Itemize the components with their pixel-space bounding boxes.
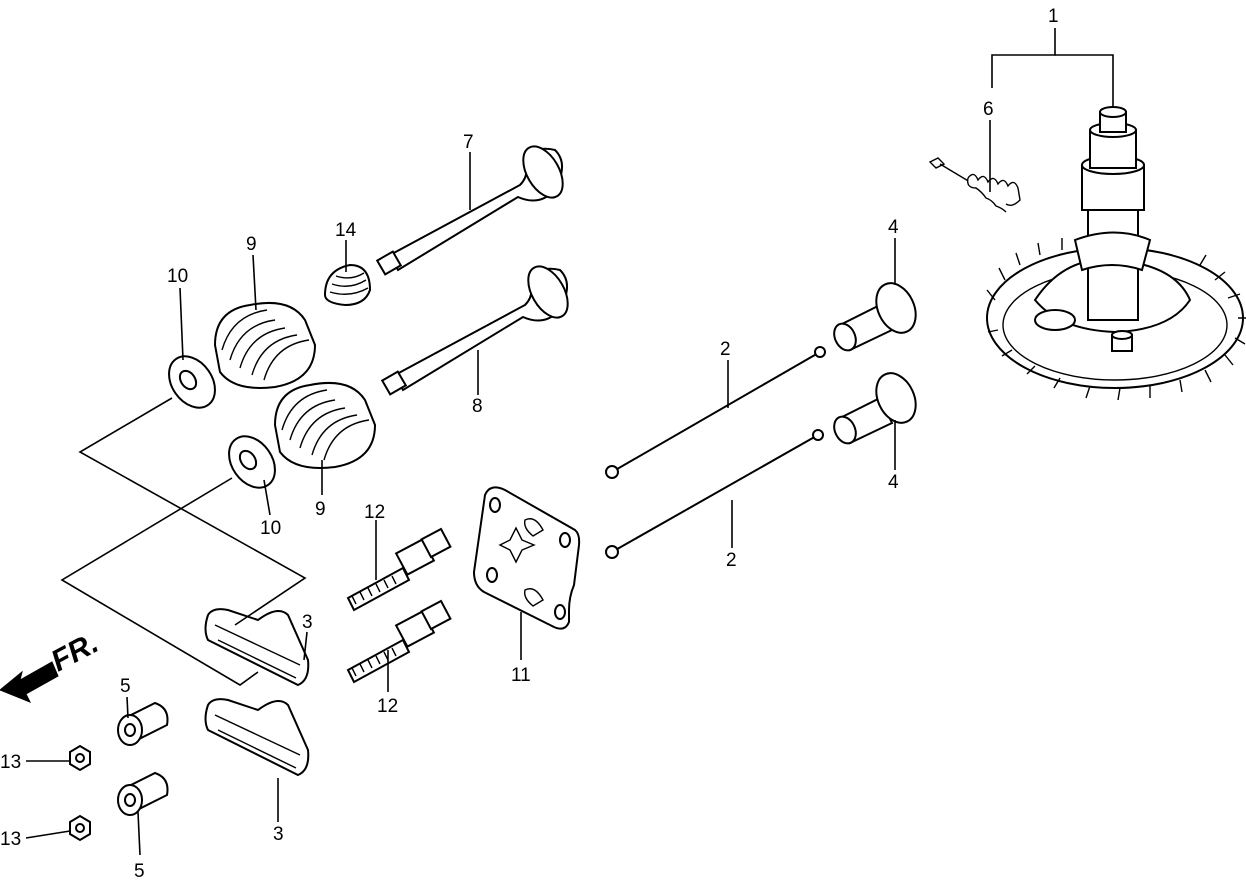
callout-14: 14 <box>335 220 357 241</box>
callout-10-lower: 10 <box>260 518 281 539</box>
callout-4-lower: 4 <box>888 472 899 493</box>
callout-5-lower: 5 <box>134 861 145 882</box>
pivot-bolt-lower <box>117 771 169 816</box>
tappet-upper <box>833 282 917 352</box>
callout-4-upper: 4 <box>888 217 899 238</box>
intake-valve <box>375 145 564 276</box>
nut-lower <box>69 814 91 842</box>
assembly-relation-lines <box>60 397 307 686</box>
callout-13-lower: 13 <box>0 829 21 850</box>
callout-2-lower: 2 <box>726 550 737 571</box>
spring-retainer-lower <box>228 435 276 489</box>
rocker-arm-stud-upper <box>346 527 452 612</box>
pivot-bolt-upper <box>117 701 169 746</box>
rocker-arm-upper <box>204 608 310 687</box>
callout-numbers: 1 2 2 3 3 4 4 5 5 6 7 8 9 9 10 10 11 12 … <box>0 6 1059 882</box>
callout-2-upper: 2 <box>720 339 731 360</box>
callout-11: 11 <box>511 665 531 686</box>
callout-9-lower: 9 <box>315 499 326 520</box>
valve-spring-upper <box>213 301 317 389</box>
callout-6: 6 <box>983 99 994 120</box>
callout-3-lower: 3 <box>273 824 284 845</box>
rocker-arm-lower <box>204 698 310 777</box>
callout-7: 7 <box>463 132 474 153</box>
push-rod-guide-plate <box>472 486 581 630</box>
callout-13-upper: 13 <box>0 752 21 773</box>
camshaft-gear-assembly <box>986 106 1246 401</box>
callout-8: 8 <box>472 396 483 417</box>
decompressor-spring <box>928 157 1021 213</box>
exhaust-valve <box>380 265 569 396</box>
front-direction-arrow-icon <box>0 661 59 703</box>
nut-upper <box>69 744 91 772</box>
callout-12-lower: 12 <box>377 696 398 717</box>
valve-spring-lower <box>273 381 377 469</box>
callout-12-upper: 12 <box>364 502 385 523</box>
tappet-lower <box>833 372 917 445</box>
leader-lines <box>25 28 1114 856</box>
callout-5-upper: 5 <box>120 676 131 697</box>
callout-9-upper: 9 <box>246 234 257 255</box>
callout-10-upper: 10 <box>167 266 188 287</box>
callout-3-upper: 3 <box>302 612 313 633</box>
push-rod-upper <box>605 346 826 479</box>
rocker-arm-stud-lower <box>346 599 452 684</box>
valve-stem-seal <box>323 263 372 307</box>
push-rod-lower <box>605 429 824 559</box>
callout-1: 1 <box>1048 6 1059 27</box>
spring-retainer-upper <box>168 355 216 409</box>
